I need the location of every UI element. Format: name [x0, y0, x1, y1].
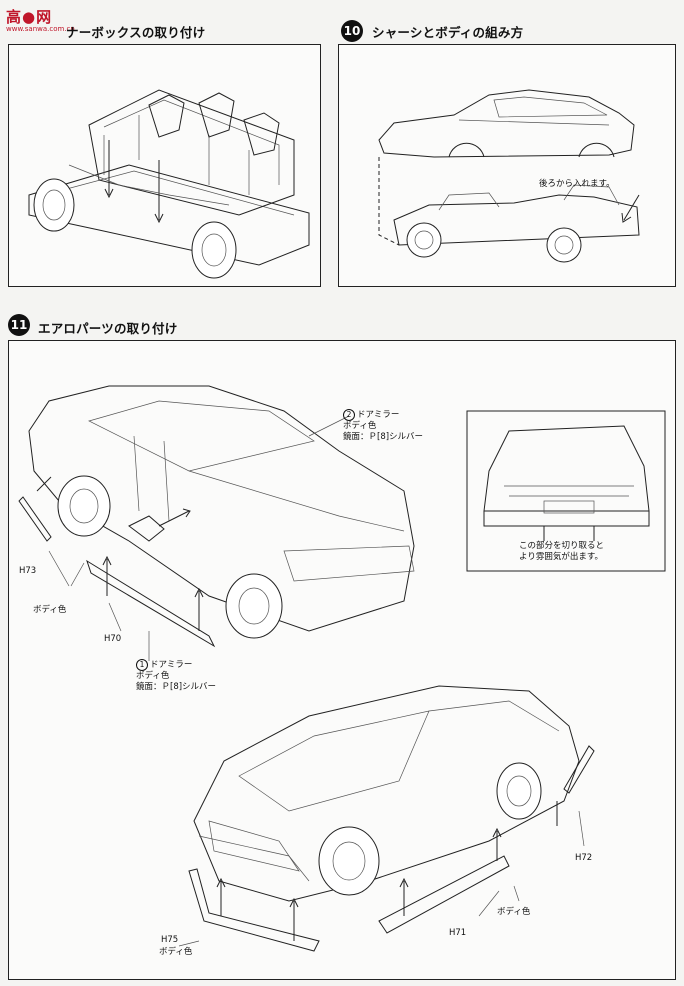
part-h73: H73: [19, 566, 37, 576]
step-9-panel: [8, 44, 321, 287]
body-color-right: ボディ色: [497, 907, 531, 917]
step-10-illustration: [378, 89, 640, 263]
mirror-1-color: ボディ色: [136, 671, 170, 681]
step-10-badge: 10: [341, 20, 363, 42]
part-h75: H75: [161, 935, 179, 945]
inset-note-line-2: より雰囲気が出ます。: [519, 552, 603, 562]
part-h71: H71: [449, 928, 467, 938]
part-h72: H72: [575, 853, 593, 863]
mirror-2-name: ドアミラー: [357, 410, 400, 420]
inset-note-line-1: この部分を切り取ると: [519, 541, 605, 551]
mirror-1-face: 鏡面：Ｐ[8]シルバー: [136, 682, 217, 692]
step-10-title: シャーシとボディの組み方: [372, 25, 524, 40]
mirror-2-face: 鏡面：Ｐ[8]シルバー: [343, 432, 424, 442]
step-11-illustration: [18, 385, 666, 952]
step-10-panel: 後ろから入れます。: [338, 44, 676, 287]
step-9-illustration: [28, 89, 310, 279]
body-color-left: ボディ色: [33, 605, 67, 615]
step-10-note: 後ろから入れます。: [539, 179, 615, 189]
watermark-logo: 高●网 www.sanwa.com.cn: [6, 6, 75, 33]
step-9-title: ナーボックスの取り付け: [66, 25, 206, 40]
step-11-title: エアロパーツの取り付け: [38, 321, 178, 336]
mirror-1-number: 1: [136, 659, 148, 671]
body-color-front: ボディ色: [159, 947, 193, 957]
part-h70: H70: [104, 634, 122, 644]
step-11-badge: 11: [8, 314, 30, 336]
watermark-sub: www.sanwa.com.cn: [6, 25, 75, 33]
mirror-2-number: 2: [343, 409, 355, 421]
watermark-main: 高●网: [6, 8, 53, 26]
mirror-2-color: ボディ色: [343, 421, 377, 431]
mirror-1-name: ドアミラー: [150, 660, 193, 670]
